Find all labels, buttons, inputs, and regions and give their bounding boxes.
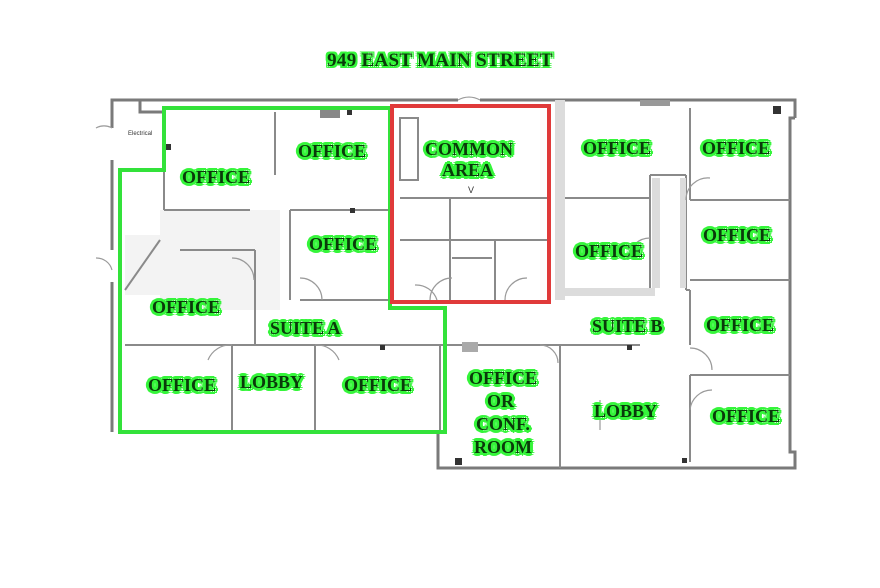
common-area-outline — [390, 104, 551, 304]
room-label-office: OFFICE — [712, 406, 781, 426]
room-label-office: OFFICE — [309, 234, 378, 254]
room-label-office: OFFICE — [182, 167, 251, 187]
conf-label-line4: ROOM — [474, 437, 532, 457]
room-label-office: OFFICE — [298, 141, 367, 161]
common-area-label-line2: AREA — [442, 160, 494, 180]
room-label-office: OFFICE — [575, 241, 644, 261]
page-title: 949 EAST MAIN STREET — [327, 50, 553, 71]
room-label-office: OFFICE — [583, 138, 652, 158]
room-label-office: OFFICE — [344, 375, 413, 395]
door-swings — [95, 96, 713, 430]
room-label-lobby: LOBBY — [240, 372, 304, 392]
common-marker: V — [468, 185, 475, 195]
suite-a-outline — [118, 106, 447, 434]
room-label-office: OFFICE — [703, 225, 772, 245]
columns — [165, 100, 781, 465]
floor-fill — [125, 210, 280, 310]
room-label-lobby: LOBBY — [594, 401, 658, 421]
suite-b-label: SUITE B — [592, 316, 663, 336]
electrical-label: Electrical — [128, 131, 153, 137]
conf-label-line3: CONF. — [476, 414, 530, 434]
room-label-office: OFFICE — [702, 138, 771, 158]
conf-label-line2: OR — [487, 391, 514, 411]
room-label-office: OFFICE — [152, 297, 221, 317]
common-area-label-line1: COMMON — [425, 139, 513, 159]
exterior-walls — [110, 98, 797, 470]
room-label-office: OFFICE — [148, 375, 217, 395]
conf-label-line1: OFFICE — [469, 368, 538, 388]
room-label-office: OFFICE — [706, 315, 775, 335]
suite-a-label: SUITE A — [270, 318, 341, 338]
suite-b-shading — [555, 100, 686, 300]
